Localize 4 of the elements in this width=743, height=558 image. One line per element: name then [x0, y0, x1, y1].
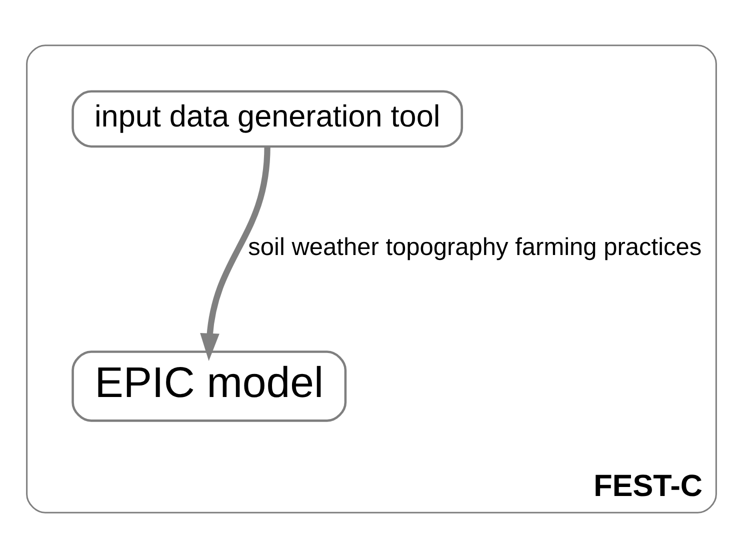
edge-label: soil weather topography farming practices — [248, 234, 702, 261]
node-box: input data generation tool — [72, 90, 464, 148]
node-box: EPIC model — [72, 350, 347, 422]
arrow — [200, 146, 270, 362]
